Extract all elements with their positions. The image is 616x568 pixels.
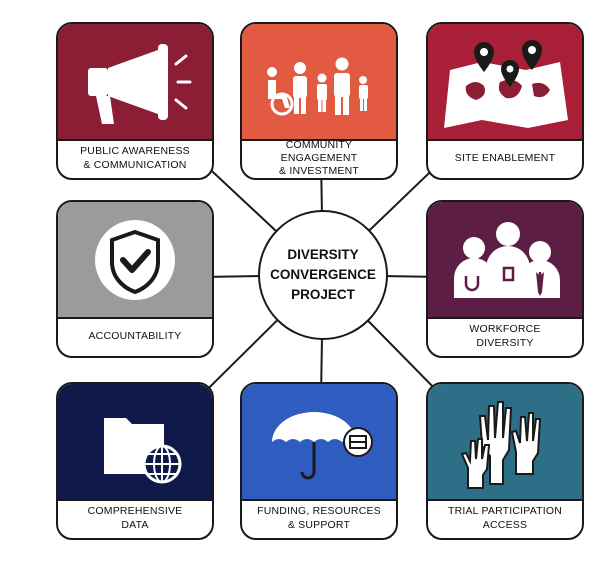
card-public-awareness: PUBLIC AWARENESS & COMMUNICATION [56, 22, 214, 180]
professionals-icon [454, 222, 560, 298]
card-trial-participation: TRIAL PARTICIPATION ACCESS [426, 382, 584, 540]
map-pins-icon [444, 40, 568, 128]
card-art [242, 384, 396, 501]
card-art [428, 384, 582, 501]
card-label: FUNDING, RESOURCES & SUPPORT [257, 505, 381, 531]
card-workforce-diversity: WORKFORCE DIVERSITY [426, 200, 584, 358]
card-art [58, 24, 212, 141]
card-site-enablement: SITE ENABLEMENT [426, 22, 584, 180]
community-people-icon [267, 57, 368, 116]
card-label: TRIAL PARTICIPATION ACCESS [447, 505, 563, 531]
umbrella-money-icon [272, 412, 373, 480]
card-art [58, 202, 212, 319]
card-art [428, 202, 582, 319]
card-art [58, 384, 212, 501]
card-label: SITE ENABLEMENT [454, 151, 556, 164]
shield-check-icon [95, 220, 175, 300]
card-comprehensive-data: COMPREHENSIVE DATA [56, 382, 214, 540]
card-funding-resources: FUNDING, RESOURCES & SUPPORT [240, 382, 398, 540]
card-art [428, 24, 582, 141]
card-label: PUBLIC AWARENESS & COMMUNICATION [80, 145, 190, 171]
card-label: COMPREHENSIVE DATA [87, 505, 183, 531]
megaphone-icon [88, 44, 192, 124]
central-hub-circle: DIVERSITY CONVERGENCE PROJECT [258, 210, 388, 340]
raised-hands-icon [460, 401, 542, 489]
card-label: ACCOUNTABILITY [88, 329, 182, 342]
card-art [242, 24, 396, 141]
card-label: WORKFORCE DIVERSITY [469, 323, 541, 349]
card-community-engagement: COMMUNITY ENGAGEMENT & INVESTMENT [240, 22, 398, 180]
card-accountability: ACCOUNTABILITY [56, 200, 214, 358]
card-label: COMMUNITY ENGAGEMENT & INVESTMENT [279, 138, 359, 178]
folder-globe-icon [104, 418, 182, 484]
